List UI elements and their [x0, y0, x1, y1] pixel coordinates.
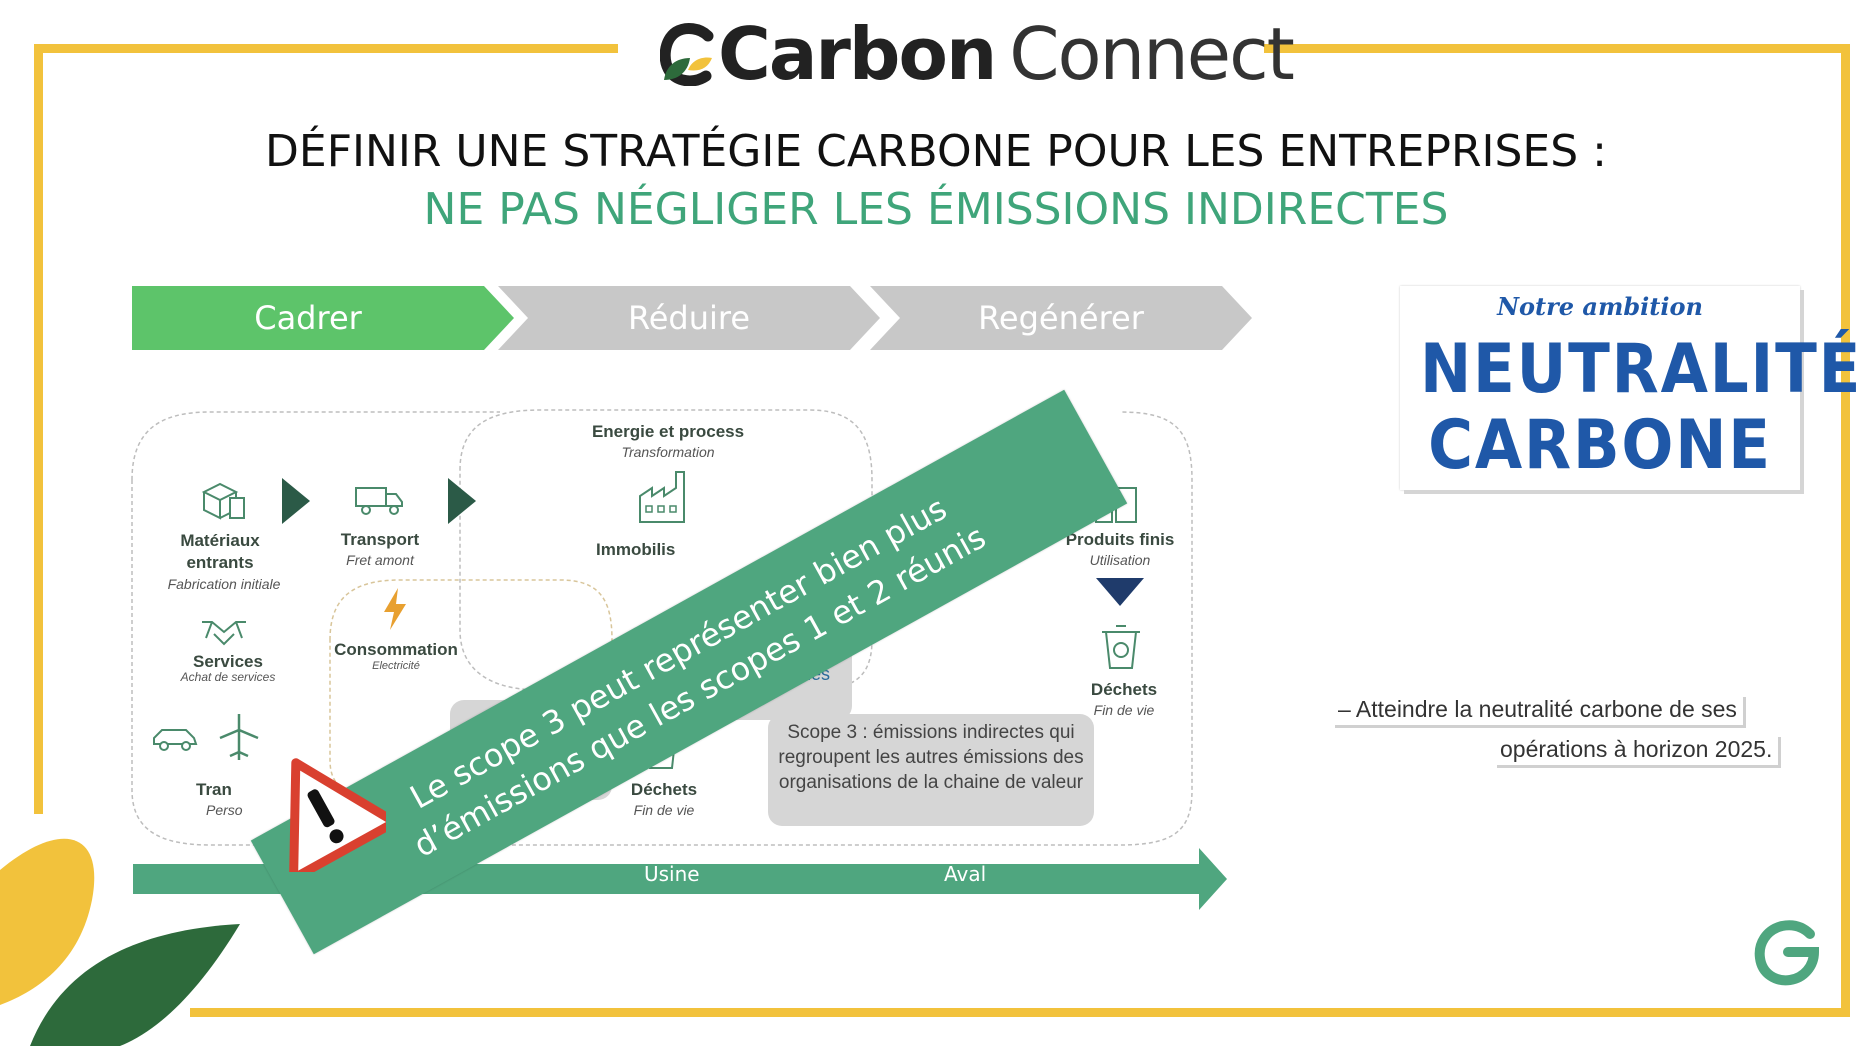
title-line-2: NE PAS NÉGLIGER LES ÉMISSIONS INDIRECTES [423, 184, 1449, 235]
step-reduire-label: Réduire [627, 299, 751, 337]
lightning-icon [384, 588, 406, 630]
produits-finis-sub: Utilisation [1089, 552, 1151, 568]
carbonconnect-logo: Carbon Connect [659, 12, 1295, 96]
dechets-aval-sub: Fin de vie [1093, 702, 1155, 718]
scope3-box: Scope 3 : émissions indirectes qui regro… [768, 714, 1094, 826]
dechets-aval-label: Déchets [1090, 680, 1158, 699]
logo-connect-text: Connect [1009, 12, 1295, 96]
goal-line-1: – Atteindre la neutralité carbone de ses [1332, 694, 1743, 725]
materiaux-sub: Fabrication initiale [167, 576, 281, 592]
handshake-icon [202, 621, 246, 646]
ambition-card: Notre ambition NEUTRALITÉ CARBONE [1400, 286, 1863, 490]
warning-icon [289, 758, 386, 872]
consommation-label: Consommation [334, 640, 458, 659]
car-icon [153, 729, 198, 751]
dechets-usine-label: Déchets [630, 780, 698, 799]
step-cadrer: Cadrer [132, 286, 514, 350]
box-icon [201, 482, 245, 520]
ambition-line-2: CARBONE [1428, 406, 1772, 485]
transport-sub: Fret amont [346, 552, 414, 568]
step-regenerer-label: Regénérer [978, 299, 1144, 337]
transport-personnes-label: Tran [196, 780, 232, 799]
transport-personnes-sub: Perso [206, 802, 243, 818]
goal-line-2: opérations à horizon 2025. [1494, 734, 1779, 765]
plane-icon [219, 714, 259, 760]
immobilisations-label: Immobilis [596, 540, 676, 559]
arrow-down-icon [1096, 578, 1144, 606]
frame-top-right [1264, 44, 1850, 53]
corner-g-logo [1754, 920, 1820, 986]
truck-icon [355, 487, 403, 515]
consommation-sub: Electricité [372, 660, 420, 672]
frame-right [1841, 44, 1850, 1017]
leaf-decoration [0, 838, 240, 1046]
step-regenerer: Regénérer [870, 286, 1252, 350]
frame-left [34, 44, 43, 814]
ambition-small-text: Notre ambition [1497, 292, 1703, 321]
energie-process-label: Energie et process [591, 422, 745, 441]
factory-icon [639, 471, 685, 523]
arrow-right-icon [282, 478, 310, 524]
ambition-line-1: NEUTRALITÉ [1420, 330, 1863, 409]
logo-carbon-text: Carbon [718, 12, 997, 96]
services-label: Services [193, 652, 263, 671]
axis-usine-label: Usine [644, 862, 700, 886]
frame-bottom [190, 1008, 1850, 1017]
axis-aval-label: Aval [944, 862, 987, 886]
frame-top-left [34, 44, 618, 53]
value-chain-arrow [133, 848, 1227, 910]
title-line-1: DÉFINIR UNE STRATÉGIE CARBONE POUR LES E… [265, 126, 1607, 177]
logo-leaf-icon [659, 22, 716, 87]
produits-finis-label: Produits finis [1065, 530, 1175, 549]
materiaux-label: Matériaux entrants [180, 531, 260, 572]
dechets-usine-sub: Fin de vie [633, 802, 695, 818]
energie-process-sub: Transformation [621, 444, 715, 460]
arrow-right-icon [448, 478, 476, 524]
recycle-bin-icon [1102, 625, 1140, 669]
step-reduire: Réduire [498, 286, 880, 350]
services-sub: Achat de services [180, 670, 276, 684]
step-cadrer-label: Cadrer [254, 299, 362, 337]
transport-label: Transport [340, 530, 420, 549]
